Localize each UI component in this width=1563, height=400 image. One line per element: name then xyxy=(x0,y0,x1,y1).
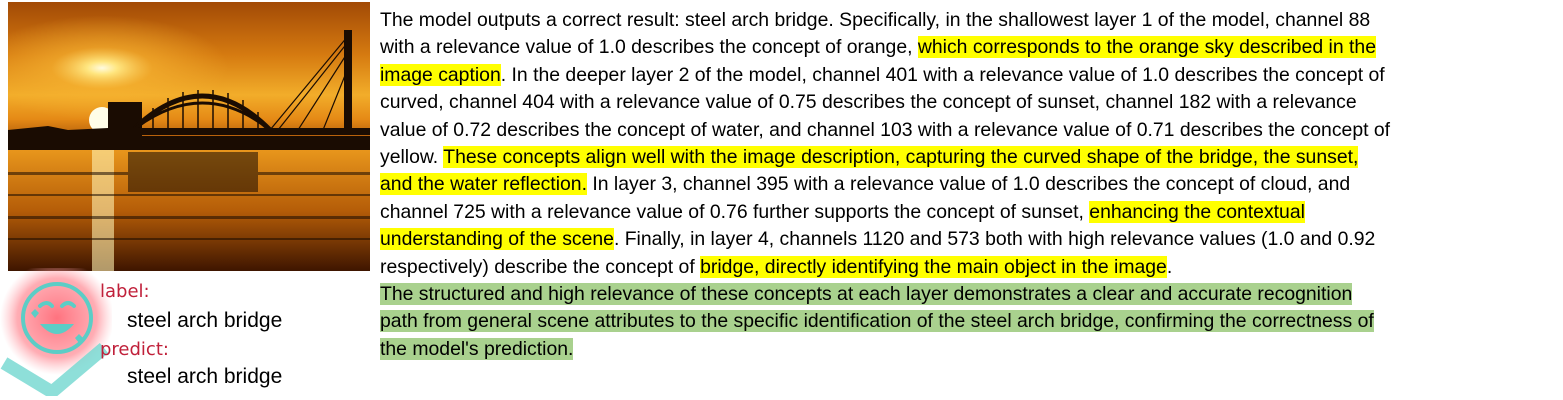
text-line: curved, channel 404 with a relevance val… xyxy=(380,89,1562,116)
badge-graphic xyxy=(0,268,112,396)
text-run: curved, channel 404 with a relevance val… xyxy=(380,91,1357,114)
text-run: . Finally, in layer 4, channels 1120 and… xyxy=(613,228,1376,251)
predict-title: predict: xyxy=(100,339,169,360)
smiling-face-check-icon xyxy=(0,268,112,396)
yellow-highlight: which corresponds to the orange sky desc… xyxy=(917,36,1376,59)
yellow-highlight: image caption xyxy=(380,63,501,86)
text-line: channel 725 with a relevance value of 0.… xyxy=(380,199,1562,226)
text-line: respectively) describe the concept of br… xyxy=(380,254,1562,281)
text-run: yellow. xyxy=(380,146,444,169)
text-line: path from general scene attributes to th… xyxy=(380,308,1562,335)
text-line: The structured and high relevance of the… xyxy=(380,281,1562,308)
yellow-highlight: bridge, directly identifying the main ob… xyxy=(700,255,1167,278)
yellow-highlight: and the water reflection. xyxy=(380,173,587,196)
text-run: respectively) describe the concept of xyxy=(380,255,701,278)
text-run: value of 0.72 describes the concept of w… xyxy=(380,118,1391,141)
green-highlight: The structured and high relevance of the… xyxy=(380,283,1353,306)
text-line: value of 0.72 describes the concept of w… xyxy=(380,117,1562,144)
text-run: with a relevance value of 1.0 describes … xyxy=(380,36,918,59)
photo-canvas xyxy=(8,2,370,271)
text-line: The model outputs a correct result: stee… xyxy=(380,7,1562,34)
yellow-highlight: These concepts align well with the image… xyxy=(443,146,1359,169)
green-highlight: path from general scene attributes to th… xyxy=(380,310,1374,333)
sunset-bridge-photo xyxy=(8,2,370,271)
text-run: The model outputs a correct result: stee… xyxy=(380,9,1371,31)
text-line: image caption. In the deeper layer 2 of … xyxy=(380,62,1562,89)
text-line: yellow. These concepts align well with t… xyxy=(380,144,1562,171)
label-title: label: xyxy=(100,281,150,302)
label-value: steel arch bridge xyxy=(127,309,283,332)
explanation-paragraph: The model outputs a correct result: stee… xyxy=(380,7,1562,363)
text-line: with a relevance value of 1.0 describes … xyxy=(380,34,1562,61)
text-run: channel 725 with a relevance value of 0.… xyxy=(380,200,1090,223)
yellow-highlight: understanding of the scene xyxy=(380,228,614,251)
predict-value: steel arch bridge xyxy=(127,365,283,388)
text-run: . In the deeper layer 2 of the model, ch… xyxy=(500,63,1385,86)
text-run: . xyxy=(1166,255,1173,278)
text-line: and the water reflection. In layer 3, ch… xyxy=(380,171,1562,198)
text-run: In layer 3, channel 395 with a relevance… xyxy=(586,173,1351,196)
yellow-highlight: enhancing the contextual xyxy=(1089,200,1305,223)
text-line: the model's prediction. xyxy=(380,336,1562,363)
green-highlight: the model's prediction. xyxy=(380,337,574,360)
text-line: understanding of the scene. Finally, in … xyxy=(380,226,1562,253)
